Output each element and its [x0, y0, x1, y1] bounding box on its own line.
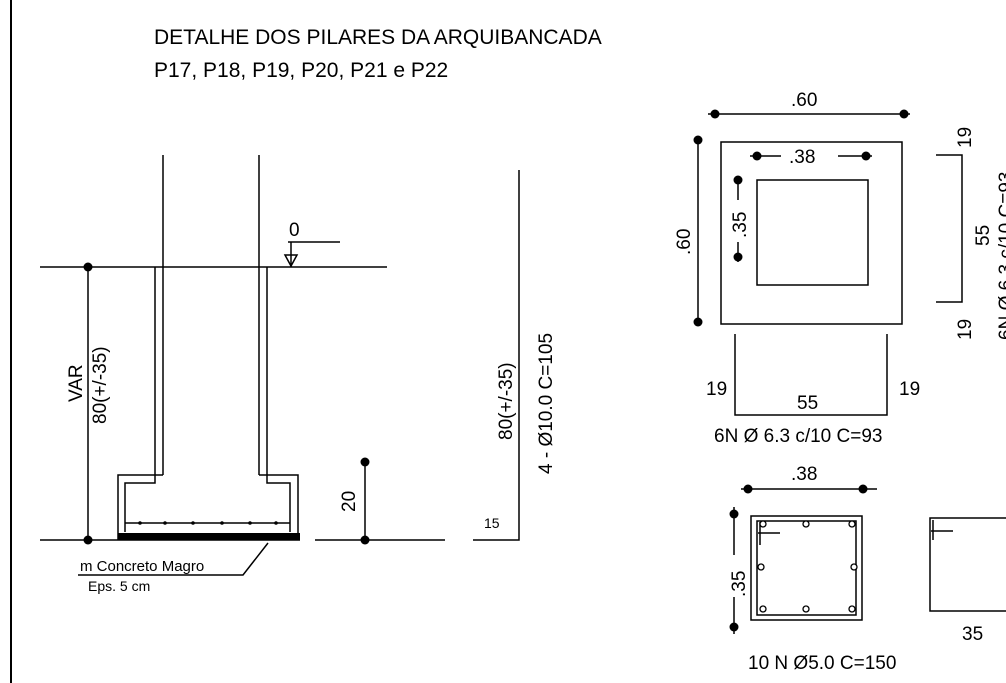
inner-width-label-bg — [781, 144, 838, 168]
footing-height-label: 20 — [339, 491, 360, 512]
drawing-title: DETALHE DOS PILARES DA ARQUIBANCADA — [154, 26, 602, 49]
footing-width-label: .60 — [791, 90, 817, 111]
stirrup-vertical-top: 19 — [955, 127, 976, 148]
stirrup-side-a: 19 — [706, 379, 727, 400]
stirrup-vertical-mid: 55 — [973, 225, 994, 246]
footing-plan-dots — [693, 109, 909, 327]
stirrup-large-vertical — [936, 154, 963, 303]
stirrup-large-horizontal — [734, 334, 888, 416]
lean-concrete-layer — [118, 533, 300, 540]
inner-height-label-bg — [726, 200, 750, 242]
inner-height-label: .35 — [730, 212, 751, 238]
stirrup-vertical-bottom: 19 — [955, 319, 976, 340]
stirrup-small-dim: 35 — [962, 624, 983, 645]
level-mark: 0 — [289, 220, 300, 241]
bar-detail — [473, 170, 520, 541]
column-spec: 10 N Ø5.0 C=150 — [748, 653, 896, 674]
inner-width-label: .38 — [789, 147, 815, 168]
column-height-label-bg — [728, 555, 742, 597]
footing-height-label-plan: .60 — [674, 229, 695, 255]
lean-concrete-thickness: Eps. 5 cm — [88, 578, 150, 594]
var-label: VAR — [66, 364, 87, 402]
bar-length-label: 80(+/-35) — [496, 362, 517, 440]
stirrup-large-spec: 6N Ø 6.3 c/10 C=93 — [714, 426, 882, 447]
bar-hook-label: 15 — [484, 515, 500, 531]
column-width-label: .38 — [791, 464, 817, 485]
drawing-subtitle: P17, P18, P19, P20, P21 e P22 — [154, 59, 448, 82]
stirrup-side-b: 55 — [797, 393, 818, 414]
stirrup-vertical-spec: 6N Ø 6.3 c/10 C=93 — [996, 172, 1006, 340]
elevation-dots — [83, 262, 370, 545]
level-triangle — [283, 254, 299, 268]
bar-spec-label: 4 - Ø10.0 C=105 — [536, 333, 557, 474]
lean-concrete-label: m Concreto Magro — [80, 558, 204, 575]
elevation-height-label: 80(+/-35) — [90, 346, 111, 424]
column-height-label: .35 — [729, 571, 750, 597]
column-section-dots — [729, 484, 868, 632]
column-rebars — [757, 520, 858, 613]
stirrup-side-c: 19 — [899, 379, 920, 400]
stirrup-small — [929, 517, 1006, 612]
elevation-view — [40, 155, 445, 576]
